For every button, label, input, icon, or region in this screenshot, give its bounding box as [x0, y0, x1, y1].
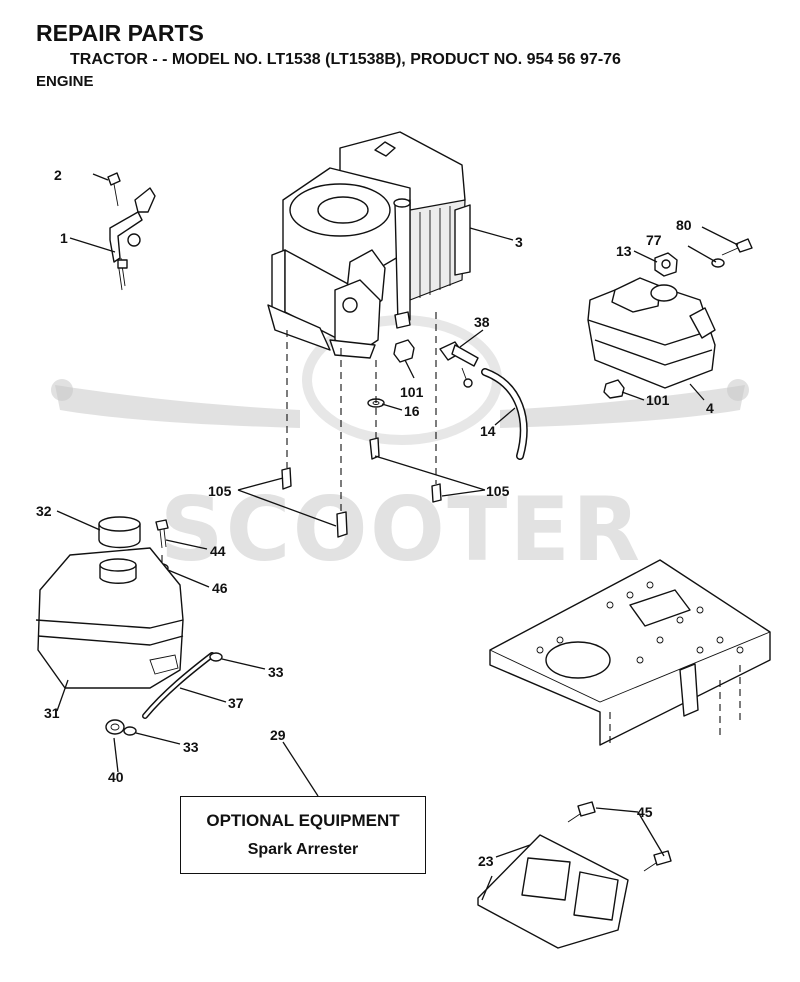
part-label-3: 3 — [515, 234, 523, 250]
part-label-101-muffler: 101 — [646, 392, 670, 408]
throttle-bracket-icon — [107, 172, 156, 291]
part-label-105-left: 105 — [208, 483, 232, 499]
gasket-icon — [654, 252, 678, 277]
muffler-icon — [587, 277, 716, 389]
leader-lines — [56, 173, 739, 901]
engine-icon — [267, 131, 471, 359]
fuel-hose-icon — [481, 368, 528, 460]
part-label-40: 40 — [108, 769, 124, 785]
part-labels: 2 1 3 80 77 13 38 101 101 4 16 14 105 10… — [36, 167, 714, 869]
part-label-13: 13 — [616, 243, 632, 259]
page-title: REPAIR PARTS — [36, 20, 204, 46]
part-label-44: 44 — [210, 543, 226, 559]
part-label-33-top: 33 — [268, 664, 284, 680]
fuel-fitting-icon — [439, 341, 479, 388]
page-subtitle: TRACTOR - - MODEL NO. LT1538 (LT1538B), … — [70, 51, 621, 68]
bolts-icon — [281, 437, 442, 538]
fuel-tank-icon — [35, 547, 184, 689]
screw-icon — [155, 519, 169, 549]
optional-equipment-box: OPTIONAL EQUIPMENT Spark Arrester — [180, 796, 426, 874]
optional-equipment-title: OPTIONAL EQUIPMENT — [206, 811, 400, 830]
part-label-2: 2 — [54, 167, 62, 183]
bolt-icon — [721, 238, 753, 256]
fuel-cap-icon — [98, 516, 141, 549]
part-label-77: 77 — [646, 232, 662, 248]
fuel-line-icon — [142, 652, 215, 719]
spark-arrester-icon — [477, 834, 629, 949]
part-label-80: 80 — [676, 217, 692, 233]
frame-icon — [489, 559, 771, 746]
part-label-31: 31 — [44, 705, 60, 721]
section-title: ENGINE — [36, 73, 94, 90]
optional-equipment-subtitle: Spark Arrester — [247, 841, 359, 858]
part-label-46: 46 — [212, 580, 228, 596]
watermark-text: SCOOTER — [160, 478, 640, 581]
part-label-14: 14 — [480, 423, 496, 439]
part-label-37: 37 — [228, 695, 244, 711]
part-label-33-bottom: 33 — [183, 739, 199, 755]
fuel-filter-icon — [105, 719, 125, 735]
part-label-1: 1 — [60, 230, 68, 246]
part-label-29: 29 — [270, 727, 286, 743]
part-label-4: 4 — [706, 400, 714, 416]
part-label-23: 23 — [478, 853, 494, 869]
part-label-38: 38 — [474, 314, 490, 330]
nut-icon — [393, 339, 415, 363]
nut-icon — [603, 379, 625, 399]
part-label-32: 32 — [36, 503, 52, 519]
part-label-16: 16 — [404, 403, 420, 419]
part-label-45: 45 — [637, 804, 653, 820]
screw-icon — [567, 801, 672, 872]
hose-clamp-icon — [123, 652, 223, 736]
part-label-105-right: 105 — [486, 483, 510, 499]
part-label-101-engine: 101 — [400, 384, 424, 400]
